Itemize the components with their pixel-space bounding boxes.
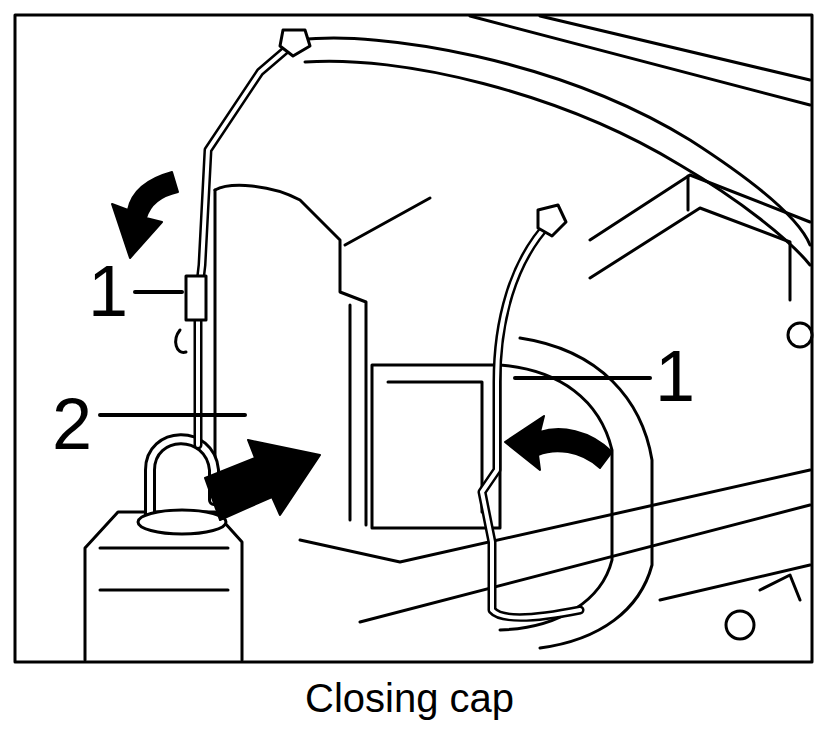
frame xyxy=(15,15,812,662)
arrow-symbol xyxy=(205,440,320,520)
callout-number: 2 xyxy=(52,388,92,460)
arrow-symbol xyxy=(112,172,178,258)
caption: Closing cap xyxy=(305,678,514,718)
leader-line xyxy=(515,376,650,380)
leader-line xyxy=(100,413,245,417)
callout-number: 1 xyxy=(655,340,695,412)
callout-number: 1 xyxy=(88,255,128,327)
leader-line xyxy=(135,290,182,294)
arrow-symbol xyxy=(505,416,612,470)
